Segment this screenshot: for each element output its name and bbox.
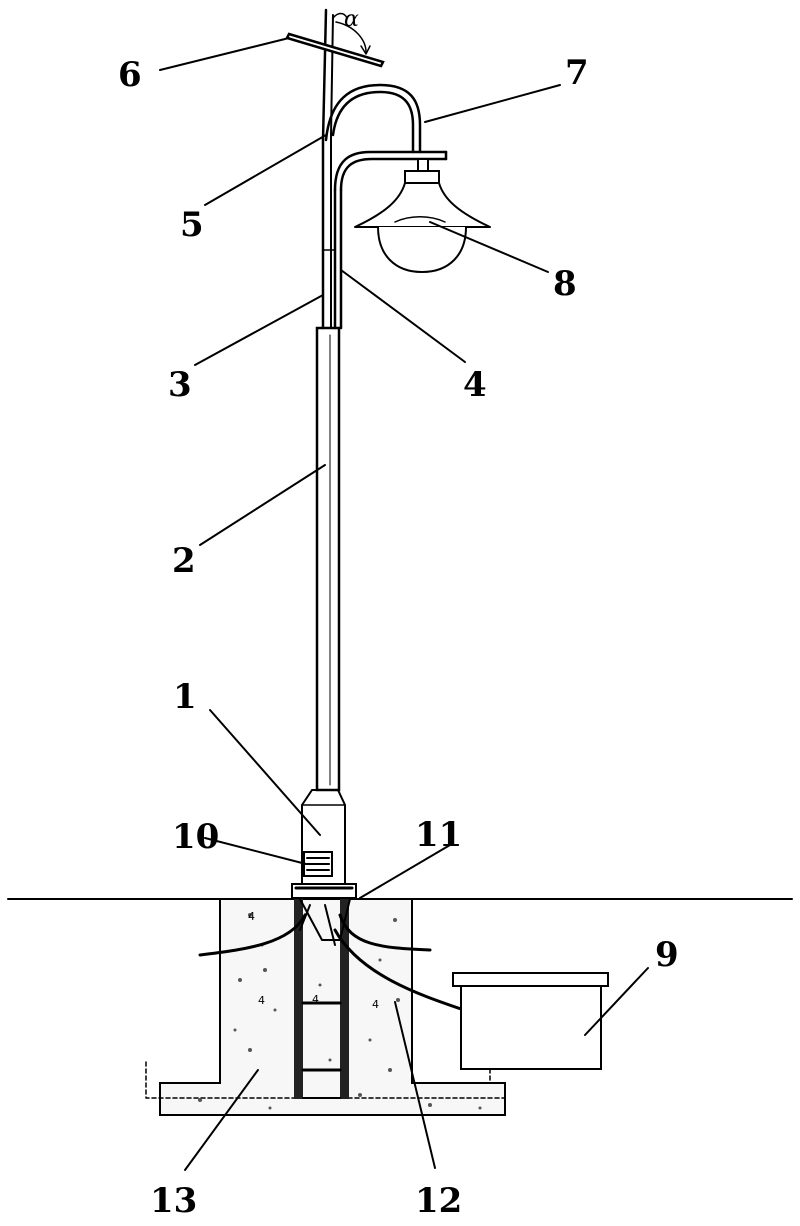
decorative-arch — [324, 83, 422, 154]
label-13: 13 — [150, 1181, 197, 1221]
label-6: 6 — [118, 55, 142, 95]
base-flange — [291, 883, 357, 941]
main-pole — [315, 326, 341, 792]
label-7: 7 — [565, 53, 589, 93]
label-8: 8 — [553, 264, 577, 304]
label-10: 10 — [172, 817, 219, 857]
control-module — [303, 851, 333, 877]
angle-alpha-label: α — [344, 7, 359, 32]
label-12: 12 — [415, 1181, 462, 1221]
lamp-arm — [333, 150, 448, 192]
battery-box — [452, 972, 609, 1084]
foundation-cables — [198, 904, 466, 1012]
svg-text:4: 4 — [372, 998, 379, 1011]
label-4: 4 — [463, 365, 487, 405]
solar-panel: α — [285, 7, 385, 68]
lamp-head — [354, 158, 491, 274]
label-3: 3 — [168, 365, 192, 405]
label-11: 11 — [415, 815, 462, 855]
label-2: 2 — [172, 541, 196, 581]
svg-text:4: 4 — [312, 993, 319, 1006]
label-9: 9 — [655, 935, 679, 975]
leader-lines — [159, 37, 649, 1171]
concrete-foundation: 4 4 4 4 — [145, 898, 506, 1116]
svg-text:4: 4 — [248, 910, 255, 923]
embedded-sleeve — [294, 899, 349, 1099]
label-5: 5 — [180, 205, 204, 245]
upper-poles — [321, 8, 343, 330]
label-1: 1 — [173, 677, 197, 717]
svg-text:4: 4 — [258, 994, 265, 1007]
